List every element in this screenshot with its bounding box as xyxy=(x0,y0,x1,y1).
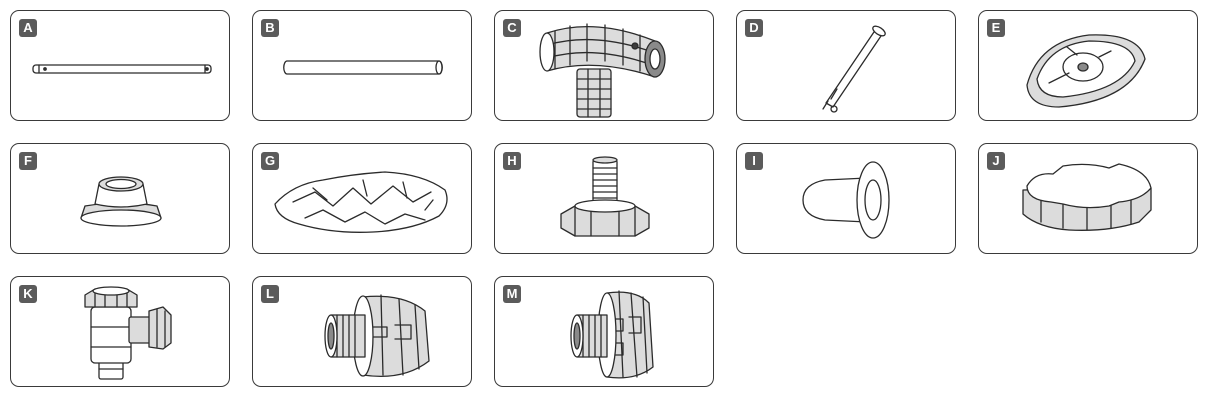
part-label-l: L xyxy=(261,285,279,303)
part-card-k: K xyxy=(10,276,230,387)
pin-icon xyxy=(822,25,886,113)
part-label-m: M xyxy=(503,285,521,303)
t-connector-icon xyxy=(539,23,666,118)
part-card-c: C xyxy=(494,10,714,121)
part-card-f: F xyxy=(10,143,230,254)
part-label-j: J xyxy=(987,152,1005,170)
part-card-l: L xyxy=(252,276,472,387)
long-pipe-icon xyxy=(32,64,212,74)
part-card-h: H xyxy=(494,143,714,254)
part-label-c: C xyxy=(503,19,521,37)
part-label-i: I xyxy=(745,152,763,170)
part-card-i: I xyxy=(736,143,956,254)
part-label-k: K xyxy=(19,285,37,303)
ground-cloth-icon xyxy=(274,171,448,233)
part-card-e: E xyxy=(978,10,1198,121)
stopper-icon xyxy=(802,161,890,239)
part-card-j: J xyxy=(978,143,1198,254)
part-card-b: B xyxy=(252,10,472,121)
part-label-b: B xyxy=(261,19,279,37)
part-label-g: G xyxy=(261,152,279,170)
leg-cap-icon xyxy=(1026,34,1146,108)
drain-valve-icon xyxy=(84,286,172,380)
part-label-h: H xyxy=(503,152,521,170)
part-card-m: M xyxy=(494,276,714,387)
part-label-e: E xyxy=(987,19,1005,37)
inlet-connector-icon xyxy=(570,290,654,379)
part-label-f: F xyxy=(19,152,37,170)
nut-icon xyxy=(1022,163,1152,231)
washer-ring-icon xyxy=(80,176,162,227)
part-label-d: D xyxy=(745,19,763,37)
part-card-g: G xyxy=(252,143,472,254)
part-card-a: A xyxy=(10,10,230,121)
part-label-a: A xyxy=(19,19,37,37)
short-pipe-icon xyxy=(283,60,443,75)
strainer-connector-icon xyxy=(324,294,430,378)
part-card-d: D xyxy=(736,10,956,121)
drain-plug-icon xyxy=(560,156,650,237)
